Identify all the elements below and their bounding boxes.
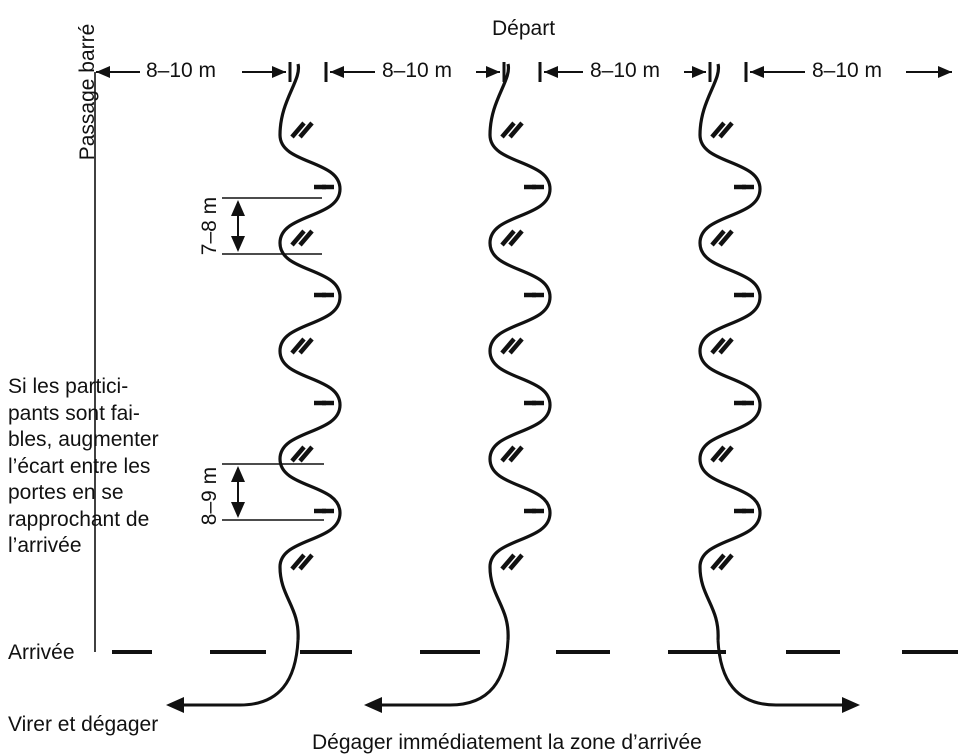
slalom-course-path (488, 63, 552, 641)
gate-mark (298, 121, 314, 139)
gate-mark (508, 553, 524, 571)
gate-mark (290, 229, 306, 247)
gate-mark (500, 229, 516, 247)
exit-path (716, 639, 844, 707)
arrowhead (231, 466, 245, 482)
arrowhead (486, 66, 500, 78)
slalom-courses (180, 63, 844, 707)
side-note-line: l’arrivée (8, 534, 82, 557)
gap-label-1: 8–10 m (146, 59, 217, 82)
gap-label-2: 8–10 m (382, 59, 453, 82)
gate-mark (718, 445, 734, 463)
exit-path (378, 639, 510, 707)
gate-spacing-upper-label: 7–8 m (198, 196, 221, 256)
gate-mark (290, 121, 306, 139)
side-note-line: pants sont fai- (8, 401, 140, 425)
side-note-line: portes en se (8, 481, 124, 504)
slalom-course-path (278, 63, 342, 641)
gate-mark (290, 445, 306, 463)
slalom-course-path (698, 63, 762, 641)
gate-mark (710, 445, 726, 463)
side-note: Si les partici- pants sont fai- bles, au… (8, 374, 159, 560)
gate-mark (298, 229, 314, 247)
finish-label: Arrivée (8, 641, 75, 664)
gate-mark (508, 229, 524, 247)
turn-and-clear-label: Virer et dégager (8, 713, 159, 736)
gate-mark (710, 229, 726, 247)
side-note-line: Si les partici- (8, 375, 129, 398)
arrowhead (692, 66, 706, 78)
gate-mark (508, 445, 524, 463)
gate-mark (290, 553, 306, 571)
gate-spacing-lower-label: 8–9 m (198, 466, 221, 526)
arrowhead (231, 236, 245, 252)
gate-mark (500, 445, 516, 463)
gate-mark (710, 337, 726, 355)
gate-mark (500, 337, 516, 355)
gate-mark (508, 337, 524, 355)
start-label: Départ (492, 17, 556, 40)
blocked-passage-label: Passage barré (76, 23, 99, 161)
slalom-gates (290, 121, 754, 571)
gap-label-3: 8–10 m (590, 59, 661, 82)
gate-mark (290, 337, 306, 355)
side-note-line: l’écart entre les (8, 454, 151, 478)
gate-mark (718, 553, 734, 571)
gate-mark (710, 553, 726, 571)
gate-mark (298, 445, 314, 463)
gap-label-4: 8–10 m (812, 59, 883, 82)
arrowhead (96, 66, 110, 78)
dimension-arrows (96, 62, 952, 713)
gate-mark (718, 121, 734, 139)
gate-mark (500, 121, 516, 139)
side-note-line: bles, augmenter (8, 428, 159, 451)
gate-mark (298, 553, 314, 571)
gate-mark (298, 337, 314, 355)
gate-mark (508, 121, 524, 139)
arrowhead (231, 200, 245, 216)
exit-arrowhead (166, 697, 184, 713)
exit-arrowhead (842, 697, 860, 713)
gate-mark (718, 229, 734, 247)
arrowhead (938, 66, 952, 78)
side-note-line: rapprochant de (8, 507, 150, 531)
arrowhead (231, 502, 245, 518)
arrowhead (272, 66, 286, 78)
gate-mark (710, 121, 726, 139)
gate-mark (718, 337, 734, 355)
exit-arrowhead (364, 697, 382, 713)
gate-mark (500, 553, 516, 571)
exit-path (180, 639, 300, 707)
clear-finish-zone-label: Dégager immédiatement la zone d’arrivée (312, 731, 702, 754)
